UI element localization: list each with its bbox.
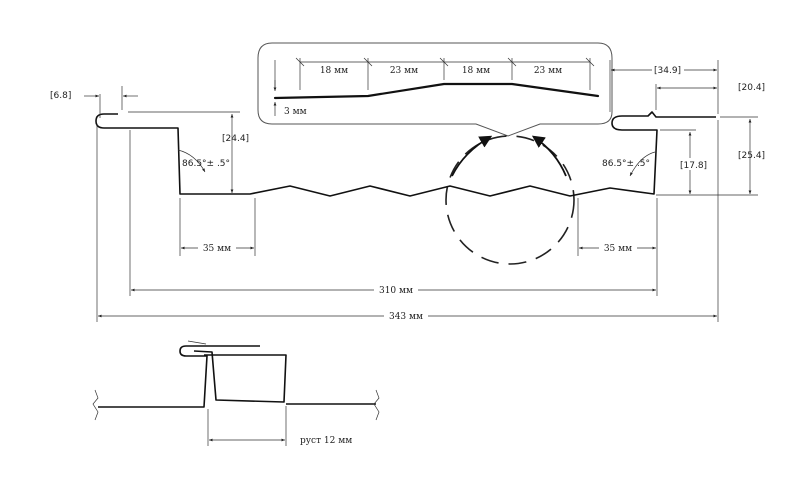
detail-depth-label: 3 мм — [284, 107, 307, 117]
lock-gap-label: [6.8] — [50, 91, 71, 101]
right-height-total-label: [25.4] — [738, 151, 765, 161]
joint-profile-line-upper — [187, 340, 207, 345]
detail-segment-2: 23 мм — [390, 66, 418, 76]
detail-segment-4: 23 мм — [534, 66, 562, 76]
detail-profile-line — [273, 82, 600, 100]
right-angle-label: 86.5°± .5° — [602, 159, 650, 169]
left-height-label: [24.4] — [222, 134, 249, 144]
exposure-label: 310 мм — [379, 286, 413, 296]
detail-segment-3: 18 мм — [462, 66, 490, 76]
main-profile-line — [95, 111, 716, 197]
overall-label: 343 мм — [389, 312, 423, 322]
callout-arrow-right — [531, 135, 567, 177]
detail-callout-circle — [445, 135, 575, 265]
right-width-inner-label: [20.4] — [738, 83, 765, 93]
right-width-outer-label: [34.9] — [654, 66, 681, 76]
detail-segment-1: 18 мм — [320, 66, 348, 76]
right-height-inner-label: [17.8] — [680, 161, 707, 171]
detail-dimension-ticks — [295, 57, 595, 67]
left-angle-label: 86.5°± .5° — [182, 159, 230, 169]
left-flat-label: 35 мм — [203, 244, 231, 254]
right-flat-label: 35 мм — [604, 244, 632, 254]
reveal-label: руст 12 мм — [300, 436, 352, 446]
callout-arrow-left — [451, 135, 493, 177]
joint-profile-line — [98, 345, 260, 408]
